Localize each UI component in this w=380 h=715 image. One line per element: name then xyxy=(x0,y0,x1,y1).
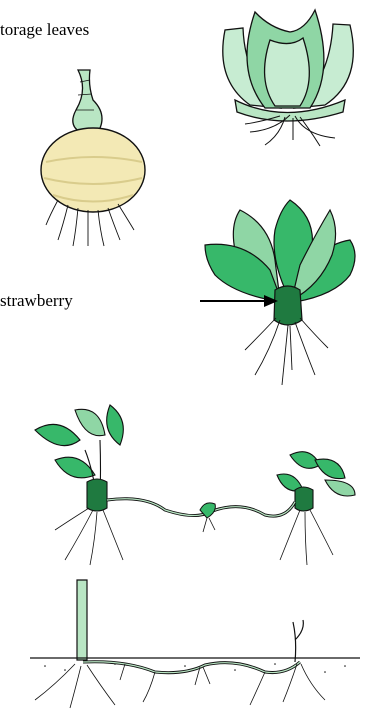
strawberry-label: strawberry xyxy=(0,291,73,311)
corm-icon xyxy=(38,70,153,250)
rosette-bulb-icon xyxy=(195,0,380,150)
strawberry-plant-icon xyxy=(200,190,370,390)
rhizome-icon xyxy=(25,580,365,710)
arrow-icon xyxy=(200,293,280,309)
runner-icon xyxy=(25,400,365,570)
storage-leaves-label: torage leaves xyxy=(0,20,89,40)
